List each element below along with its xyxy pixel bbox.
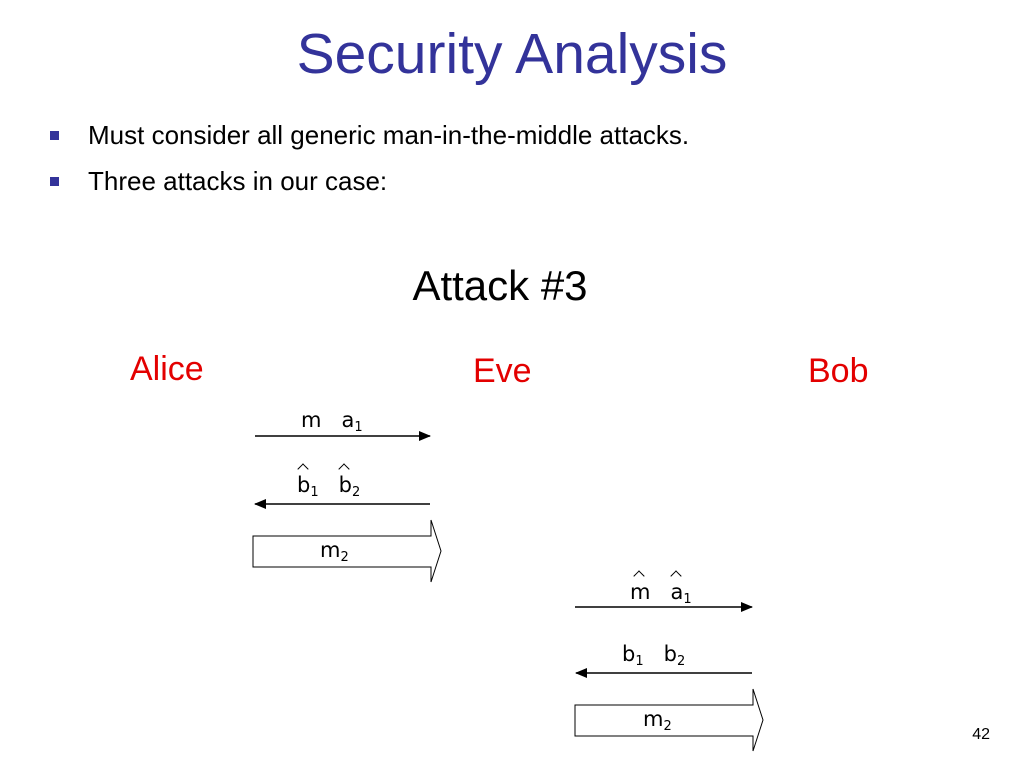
- message-m2-bob: m2: [643, 707, 672, 734]
- msg-subscript: 2: [352, 485, 361, 500]
- msg-symbol: b: [297, 473, 311, 497]
- block-arrow-eve-to-bob: [574, 688, 764, 752]
- bullet-list: Must consider all generic man-in-the-mid…: [48, 112, 689, 204]
- bullet-item: Three attacks in our case:: [48, 158, 689, 204]
- msg-symbol: m: [301, 408, 322, 432]
- msg-symbol: b: [338, 473, 352, 497]
- bullet-square-icon: [50, 131, 59, 140]
- page-number: 42: [972, 726, 990, 743]
- msg-subscript: 1: [683, 592, 692, 607]
- party-bob: Bob: [808, 352, 869, 390]
- msg-subscript: 2: [663, 719, 672, 734]
- hat-accent-icon: m: [630, 580, 650, 604]
- slide-title: Security Analysis: [296, 22, 728, 86]
- msg-subscript: 1: [310, 485, 319, 500]
- block-arrow-alice-to-eve: [252, 519, 442, 583]
- party-alice: Alice: [130, 350, 204, 388]
- msg-symbol: a: [341, 408, 355, 432]
- hat-accent-icon: b: [297, 473, 310, 497]
- bullet-text: Must consider all generic man-in-the-mid…: [88, 120, 690, 150]
- message-bhat1-bhat2: b1 b2: [297, 473, 360, 500]
- msg-symbol: b: [663, 642, 677, 666]
- msg-subscript: 1: [635, 654, 644, 669]
- hat-accent-icon: b: [339, 473, 352, 497]
- msg-symbol: m: [643, 707, 664, 731]
- msg-symbol: b: [622, 642, 636, 666]
- message-mhat-ahat1: m a1: [630, 580, 692, 607]
- msg-subscript: 2: [340, 550, 349, 565]
- msg-symbol: m: [320, 538, 341, 562]
- hat-accent-icon: a: [671, 580, 684, 604]
- attack-subtitle: Attack #3: [412, 262, 588, 309]
- message-m2-alice: m2: [320, 538, 349, 565]
- msg-subscript: 2: [677, 654, 686, 669]
- party-eve: Eve: [473, 352, 532, 390]
- bullet-text: Three attacks in our case:: [88, 166, 388, 196]
- message-b1-b2: b1 b2: [622, 642, 685, 669]
- bullet-item: Must consider all generic man-in-the-mid…: [48, 112, 689, 158]
- message-m-a1: m a1: [301, 408, 363, 435]
- msg-subscript: 1: [354, 420, 363, 435]
- msg-symbol: a: [670, 580, 684, 604]
- bullet-square-icon: [50, 177, 59, 186]
- msg-symbol: m: [630, 580, 651, 604]
